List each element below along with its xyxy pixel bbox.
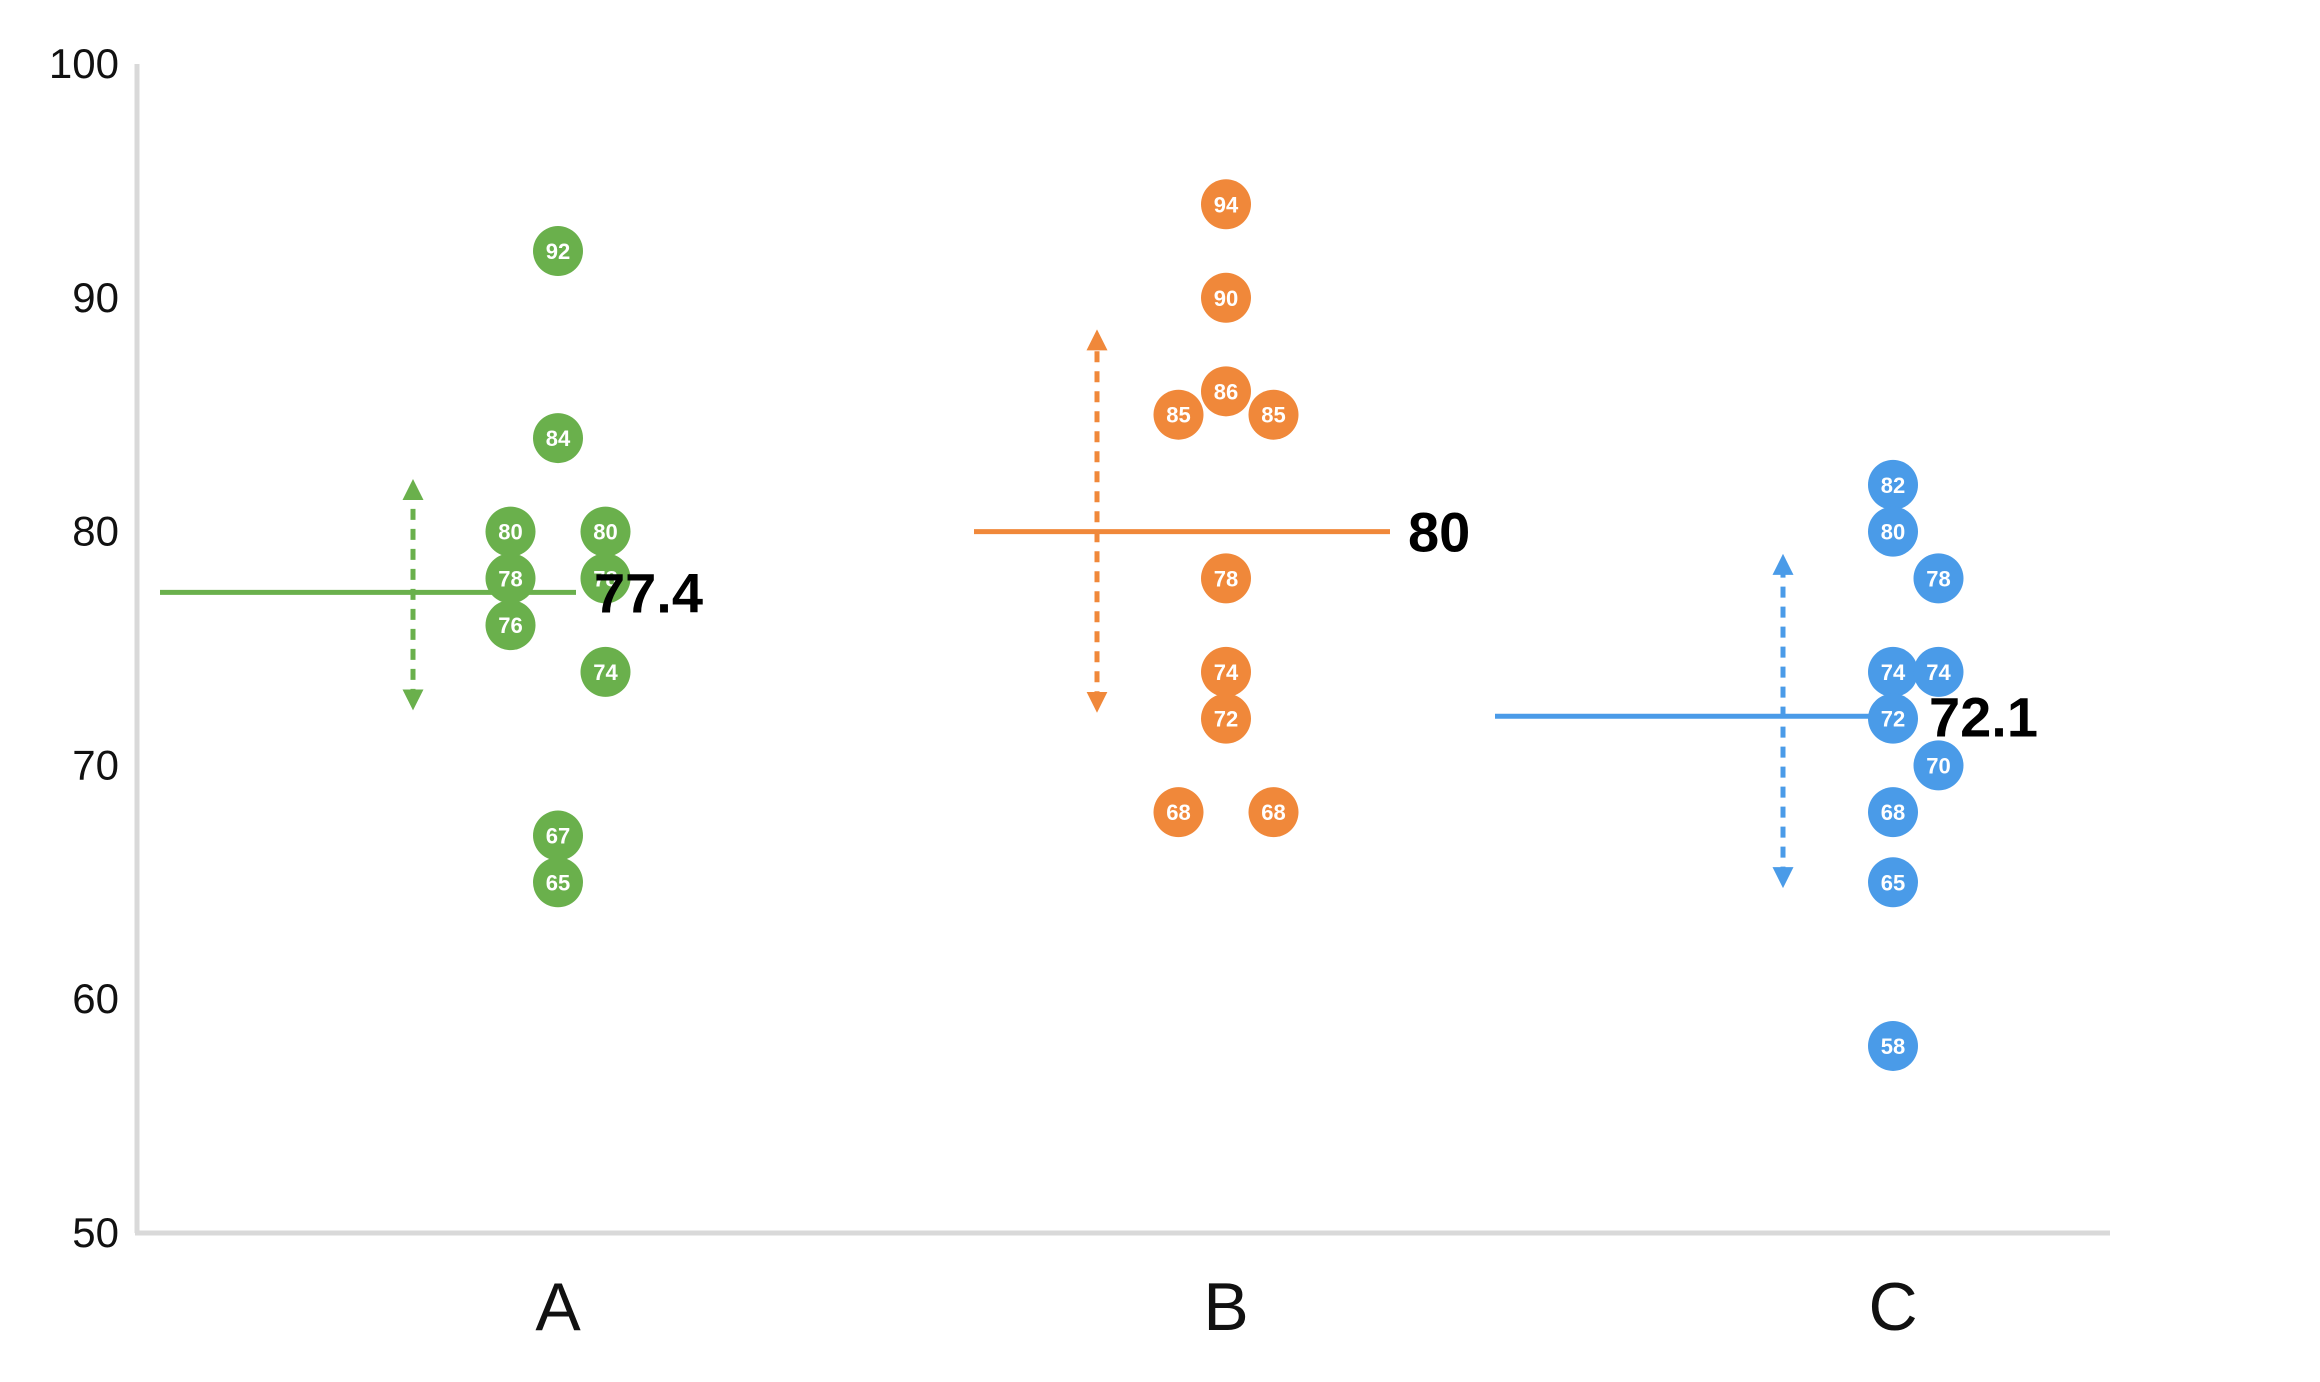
data-point-label: 80: [593, 520, 617, 545]
data-point: [1248, 389, 1299, 440]
data-point: [1868, 693, 1918, 744]
data-point: [580, 553, 631, 604]
y-tick-label: 80: [72, 508, 119, 555]
data-point-label: 70: [1926, 753, 1950, 778]
data-point: [1201, 646, 1251, 697]
x-category-label: A: [535, 1269, 581, 1345]
data-point: [1868, 459, 1918, 510]
data-point-label: 78: [1926, 566, 1950, 591]
data-point: [1201, 272, 1251, 323]
data-point: [1868, 787, 1918, 838]
data-point: [1913, 646, 1964, 697]
data-point: [1913, 740, 1964, 791]
data-point-label: 90: [1214, 286, 1238, 311]
y-tick-label: 100: [49, 40, 119, 87]
data-point: [1868, 1020, 1918, 1071]
data-point-label: 67: [546, 824, 570, 849]
y-tick-label: 60: [72, 975, 119, 1022]
data-point: [1201, 553, 1251, 604]
mean-value-label: 72.1: [1929, 685, 2038, 748]
y-tick-label: 50: [72, 1209, 119, 1256]
y-tick-label: 90: [72, 274, 119, 321]
data-point-label: 65: [546, 870, 570, 895]
data-point: [533, 857, 583, 908]
data-point-label: 80: [1881, 520, 1905, 545]
data-point-label: 74: [593, 660, 618, 685]
data-point-label: 82: [1881, 473, 1905, 498]
data-point: [485, 506, 536, 557]
data-point: [1868, 646, 1918, 697]
x-category-label: B: [1203, 1269, 1248, 1345]
data-point-label: 74: [1926, 660, 1951, 685]
data-point-label: 78: [498, 566, 522, 591]
data-point-label: 68: [1881, 800, 1905, 825]
data-point-label: 78: [593, 566, 617, 591]
series-group-a: 92 84 80 80 78 78 76 74 67 65 77.4: [160, 226, 703, 908]
data-point: [1153, 787, 1204, 838]
series-group-b: 94 90 86 85 85 78 74 72 68 68 80: [974, 179, 1470, 838]
series-group-c: 82 80 78 74 74 72 70 68 65 58 72.1: [1495, 459, 2038, 1071]
y-tick-label: 70: [72, 741, 119, 788]
data-point: [533, 810, 583, 861]
data-point-label: 85: [1261, 403, 1285, 428]
data-point: [485, 600, 536, 651]
data-point-label: 72: [1881, 707, 1905, 732]
data-point-label: 65: [1881, 870, 1905, 895]
data-point: [533, 226, 583, 277]
data-point-label: 86: [1214, 379, 1238, 404]
data-point-label: 94: [1214, 192, 1239, 217]
data-point-label: 78: [1214, 566, 1238, 591]
mean-value-label: 80: [1408, 501, 1470, 564]
data-point: [1868, 506, 1918, 557]
data-point-label: 74: [1214, 660, 1239, 685]
data-point: [533, 413, 583, 464]
data-point: [1201, 366, 1251, 417]
data-point: [1201, 179, 1251, 230]
data-point: [1248, 787, 1299, 838]
data-point-label: 80: [498, 520, 522, 545]
data-point: [485, 553, 536, 604]
data-point: [580, 646, 631, 697]
data-point-label: 76: [498, 613, 522, 638]
mean-value-label: 77.4: [594, 561, 703, 624]
data-point-label: 58: [1881, 1034, 1905, 1059]
data-point: [1201, 693, 1251, 744]
data-point-label: 72: [1214, 707, 1238, 732]
data-point-label: 84: [546, 426, 571, 451]
data-point-label: 68: [1166, 800, 1190, 825]
data-point: [1868, 857, 1918, 908]
data-point: [1913, 553, 1964, 604]
data-point-label: 92: [546, 239, 570, 264]
data-point-label: 74: [1881, 660, 1906, 685]
data-point: [1153, 389, 1204, 440]
data-point-label: 85: [1166, 403, 1190, 428]
data-point: [580, 506, 631, 557]
data-point-label: 68: [1261, 800, 1285, 825]
x-category-label: C: [1868, 1269, 1917, 1345]
